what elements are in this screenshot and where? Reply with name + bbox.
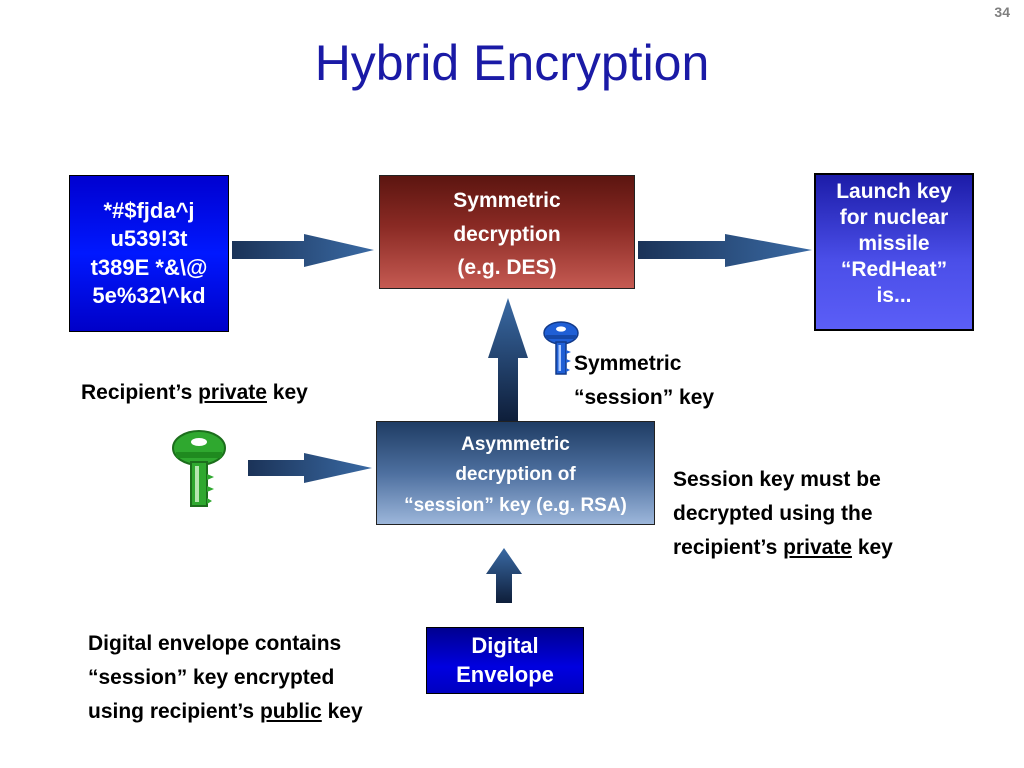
ciphertext-line: t389E *&\@ bbox=[90, 254, 208, 280]
session-note-after: key bbox=[851, 536, 893, 560]
session-note-underlined: private bbox=[783, 536, 852, 560]
envelope-note-line: “session” key encrypted bbox=[88, 666, 335, 690]
symmetric-box-line: decryption bbox=[453, 222, 561, 246]
arrow-symmetric-to-plaintext bbox=[638, 234, 812, 267]
session-note-line: Session key must be bbox=[673, 468, 881, 491]
plaintext-line: Launch key bbox=[836, 180, 952, 203]
session-note-line: decrypted using the bbox=[673, 502, 873, 526]
asymmetric-box-line: Asymmetric bbox=[461, 434, 570, 455]
asymmetric-decryption-box: Asymmetric decryption of “session” key (… bbox=[376, 421, 655, 525]
envelope-note: Digital envelope contains “session” key … bbox=[88, 627, 363, 729]
key-icon bbox=[543, 321, 579, 375]
ciphertext-box: *#$fjda^j u539!3t t389E *&\@ 5e%32\^kd bbox=[69, 175, 229, 332]
symmetric-box-line: Symmetric bbox=[453, 189, 561, 212]
session-key-note: Session key must be decrypted using the … bbox=[673, 463, 893, 565]
envelope-note-after: key bbox=[321, 700, 363, 724]
ciphertext-line: *#$fjda^j bbox=[103, 198, 195, 224]
envelope-box-line: Digital bbox=[471, 633, 539, 659]
symmetric-decryption-box: Symmetric decryption (e.g. DES) bbox=[379, 175, 635, 289]
plaintext-line: missile bbox=[858, 232, 930, 256]
arrow-asymmetric-to-symmetric bbox=[488, 298, 528, 421]
envelope-box-line: Envelope bbox=[456, 661, 554, 687]
page-number: 34 bbox=[994, 4, 1010, 20]
arrow-privatekey-to-asymmetric bbox=[248, 453, 372, 483]
asymmetric-box-line: decryption of bbox=[455, 464, 576, 486]
key-icon bbox=[172, 430, 226, 507]
plaintext-line: for nuclear bbox=[839, 206, 949, 230]
symmetric-box-line: (e.g. DES) bbox=[457, 256, 557, 280]
envelope-note-underlined: public bbox=[259, 700, 322, 724]
session-note-before: recipient’s bbox=[673, 536, 784, 560]
session-key-label: Symmetric “session” key bbox=[574, 347, 714, 414]
arrow-cipher-to-symmetric bbox=[232, 234, 374, 267]
asymmetric-box-line: “session” key (e.g. RSA) bbox=[404, 494, 627, 516]
envelope-note-before: using recipient’s bbox=[88, 700, 260, 724]
session-key-label-line: Symmetric bbox=[574, 352, 682, 375]
digital-envelope-box: Digital Envelope bbox=[426, 627, 584, 694]
plaintext-box: Launch key for nuclear missile “RedHeat”… bbox=[814, 173, 974, 331]
session-key-label-line: “session” key bbox=[574, 385, 715, 409]
private-key-label-after: key bbox=[266, 381, 308, 404]
plaintext-line: “RedHeat” bbox=[840, 258, 948, 282]
ciphertext-line: 5e%32\^kd bbox=[92, 282, 206, 308]
private-key-label: Recipient’s private key bbox=[81, 376, 308, 410]
slide-title: Hybrid Encryption bbox=[314, 35, 710, 91]
ciphertext-line: u539!3t bbox=[110, 226, 188, 252]
plaintext-line: is... bbox=[876, 284, 912, 308]
envelope-note-line: Digital envelope contains bbox=[88, 632, 342, 655]
private-key-label-underlined: private bbox=[198, 381, 267, 404]
private-key-label-before: Recipient’s bbox=[81, 381, 199, 404]
arrow-envelope-to-asymmetric bbox=[486, 548, 522, 603]
